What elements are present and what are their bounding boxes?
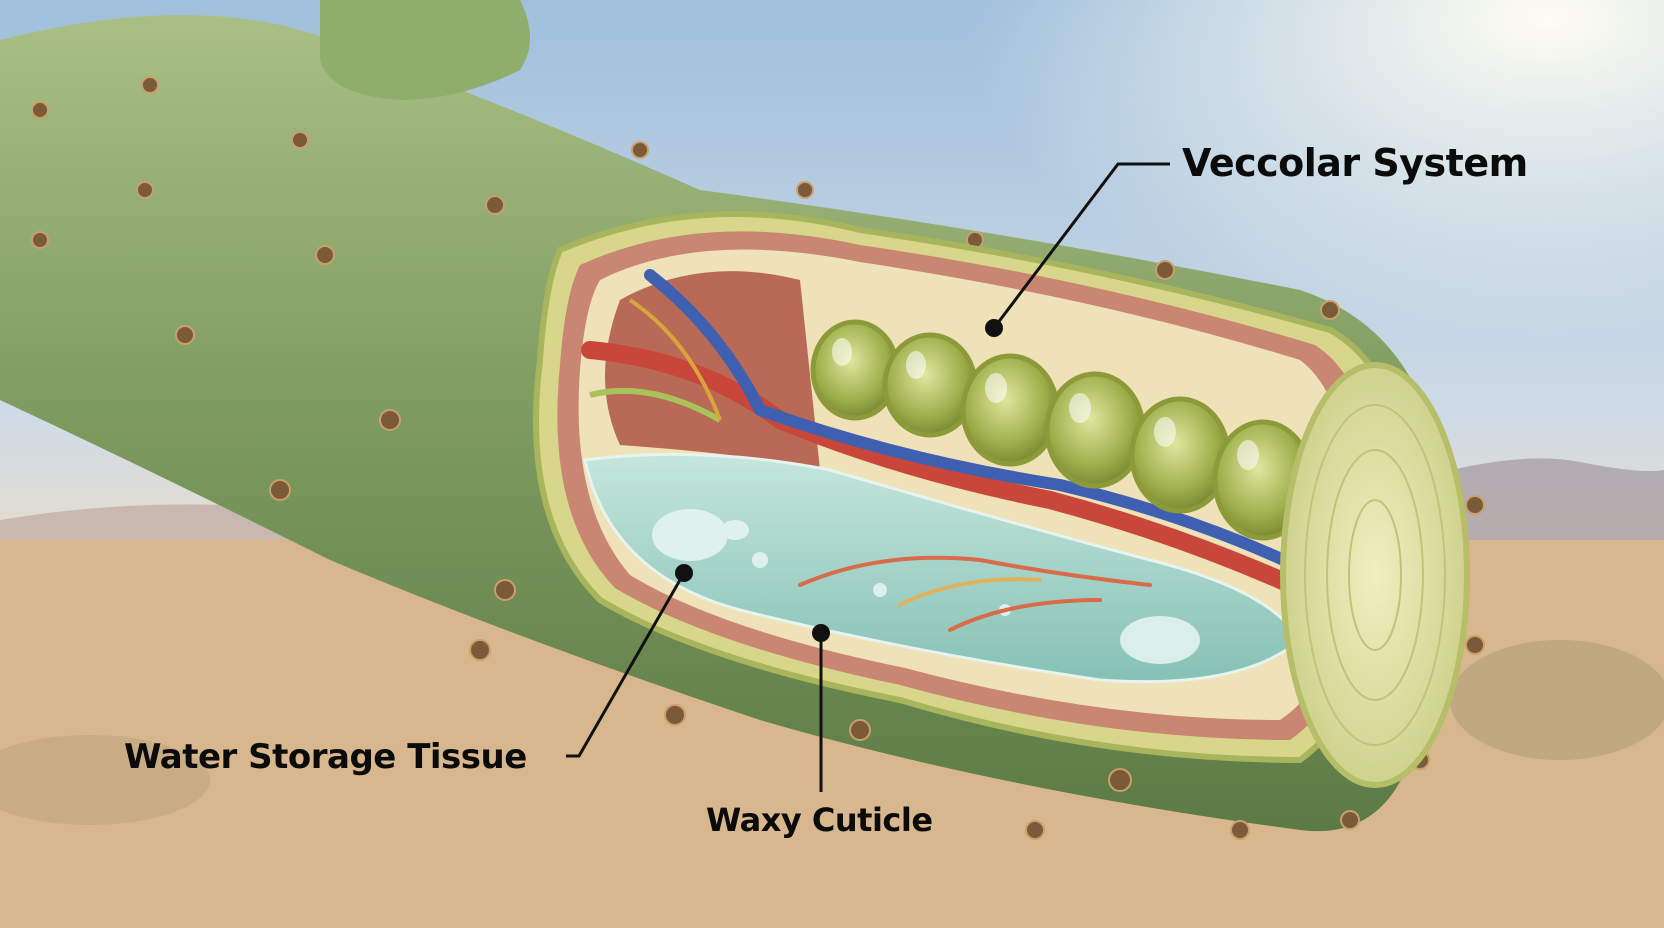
capillaries: [798, 555, 1152, 632]
desert-shrub: [1450, 640, 1664, 760]
cell-highlights: [832, 338, 1259, 470]
yellow-vessel: [628, 298, 722, 421]
green-vessel: [589, 387, 722, 423]
cactus-branch: [320, 0, 530, 100]
distant-mountains-right: [1420, 458, 1664, 540]
water-bubbles: [652, 509, 1200, 664]
vascular-system-label: Veccolar System: [1182, 141, 1528, 185]
blue-vessel: [644, 269, 1341, 591]
desert-shrub: [0, 735, 210, 825]
spine-clusters: [31, 76, 1485, 840]
stem-end-cap: [1280, 362, 1470, 788]
leader-dots: [675, 319, 1003, 642]
storage-cells: [810, 319, 1314, 541]
interior-cavity: [605, 271, 820, 470]
water-storage-tissue-label: Water Storage Tissue: [124, 737, 527, 777]
end-cap-cell-pattern: [1304, 404, 1446, 746]
leader-lines: [566, 162, 1170, 792]
waxy-cuticle-label: Waxy Cuticle: [706, 801, 933, 839]
red-vessel: [581, 341, 1344, 614]
